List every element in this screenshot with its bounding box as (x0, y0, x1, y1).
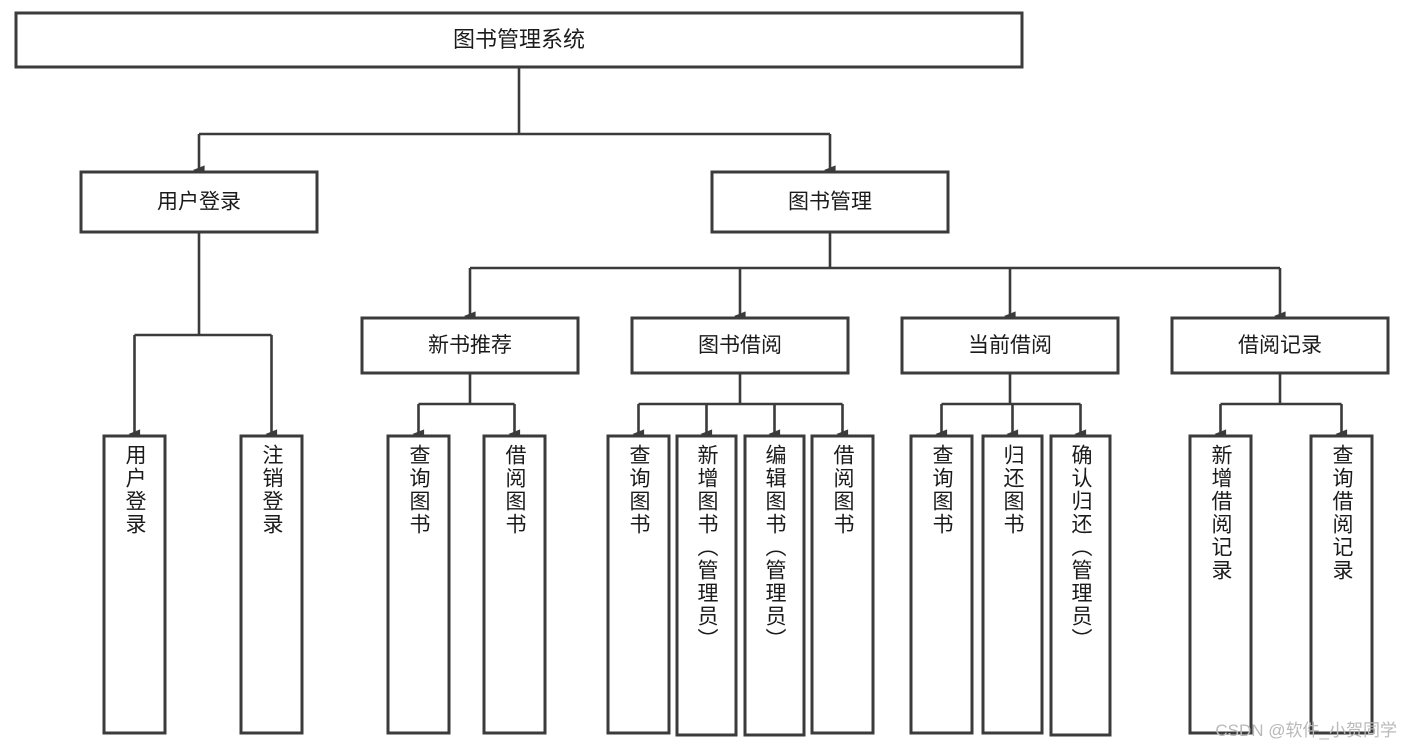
node-level3-label-1: 图书借阅 (698, 334, 782, 357)
node-leaf-7[interactable] (810, 434, 875, 735)
node-level3-2[interactable] (900, 316, 1120, 375)
node-leaf-8[interactable] (909, 434, 974, 735)
watermark: CSDN @软件_小贺同学 (1215, 721, 1397, 740)
node-level3-1[interactable] (630, 316, 850, 375)
node-root-label: 图书管理系统 (453, 27, 585, 52)
node-level2-0[interactable] (79, 170, 319, 234)
node-leaf-12[interactable] (1309, 434, 1374, 735)
node-level2-1[interactable] (710, 170, 950, 234)
node-level2-label-0: 用户登录 (157, 191, 241, 214)
connector-layer (128, 67, 1348, 439)
node-level3-label-0: 新书推荐 (428, 334, 512, 357)
node-leaf-5[interactable] (675, 434, 738, 737)
node-leaf-11[interactable] (1188, 434, 1253, 735)
node-level3-label-3: 借阅记录 (1238, 334, 1322, 357)
node-leaf-10[interactable] (1049, 434, 1112, 737)
node-leaf-0[interactable] (102, 434, 167, 735)
node-leaf-4[interactable] (606, 434, 671, 735)
node-level3-label-2: 当前借阅 (968, 334, 1052, 357)
node-leaf-6[interactable] (743, 434, 806, 737)
node-level3-0[interactable] (360, 316, 580, 375)
node-level2-label-1: 图书管理 (788, 191, 872, 214)
node-leaf-1[interactable] (239, 434, 304, 735)
node-box-layer (14, 11, 1390, 737)
node-leaf-9[interactable] (981, 434, 1044, 735)
node-level3-3[interactable] (1170, 316, 1390, 375)
node-leaf-2[interactable] (386, 434, 451, 735)
node-leaf-3[interactable] (482, 434, 547, 735)
node-root[interactable] (14, 11, 1024, 69)
